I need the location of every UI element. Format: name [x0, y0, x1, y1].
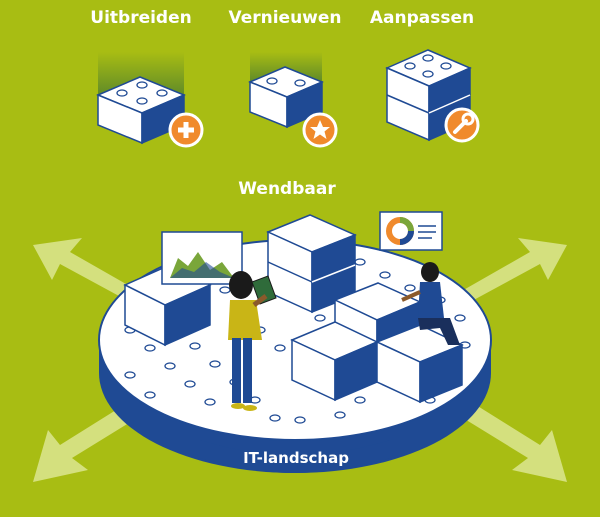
- arrow-top-left-icon: [33, 238, 140, 302]
- person-standing: [228, 271, 277, 411]
- action-label-adjust: Aanpassen: [369, 8, 475, 28]
- arrow-top-right-icon: [460, 238, 567, 302]
- donut-board: [379, 211, 443, 251]
- action-label-expand: Uitbreiden: [90, 8, 192, 28]
- arrow-bottom-right-icon: [450, 395, 567, 482]
- person-sitting: [401, 262, 460, 345]
- center-label: Wendbaar: [238, 179, 336, 199]
- action-label-renew: Vernieuwen: [228, 8, 342, 28]
- plus-icon: [168, 112, 204, 148]
- block-right-steps: [290, 282, 464, 404]
- platform-label: IT-landschap: [243, 449, 349, 467]
- block-center-stack: [266, 214, 357, 314]
- star-icon: [302, 112, 338, 148]
- chart-board: [161, 231, 243, 285]
- wrench-icon: [444, 107, 480, 143]
- block-left: [123, 264, 212, 347]
- expand-block: [96, 52, 186, 145]
